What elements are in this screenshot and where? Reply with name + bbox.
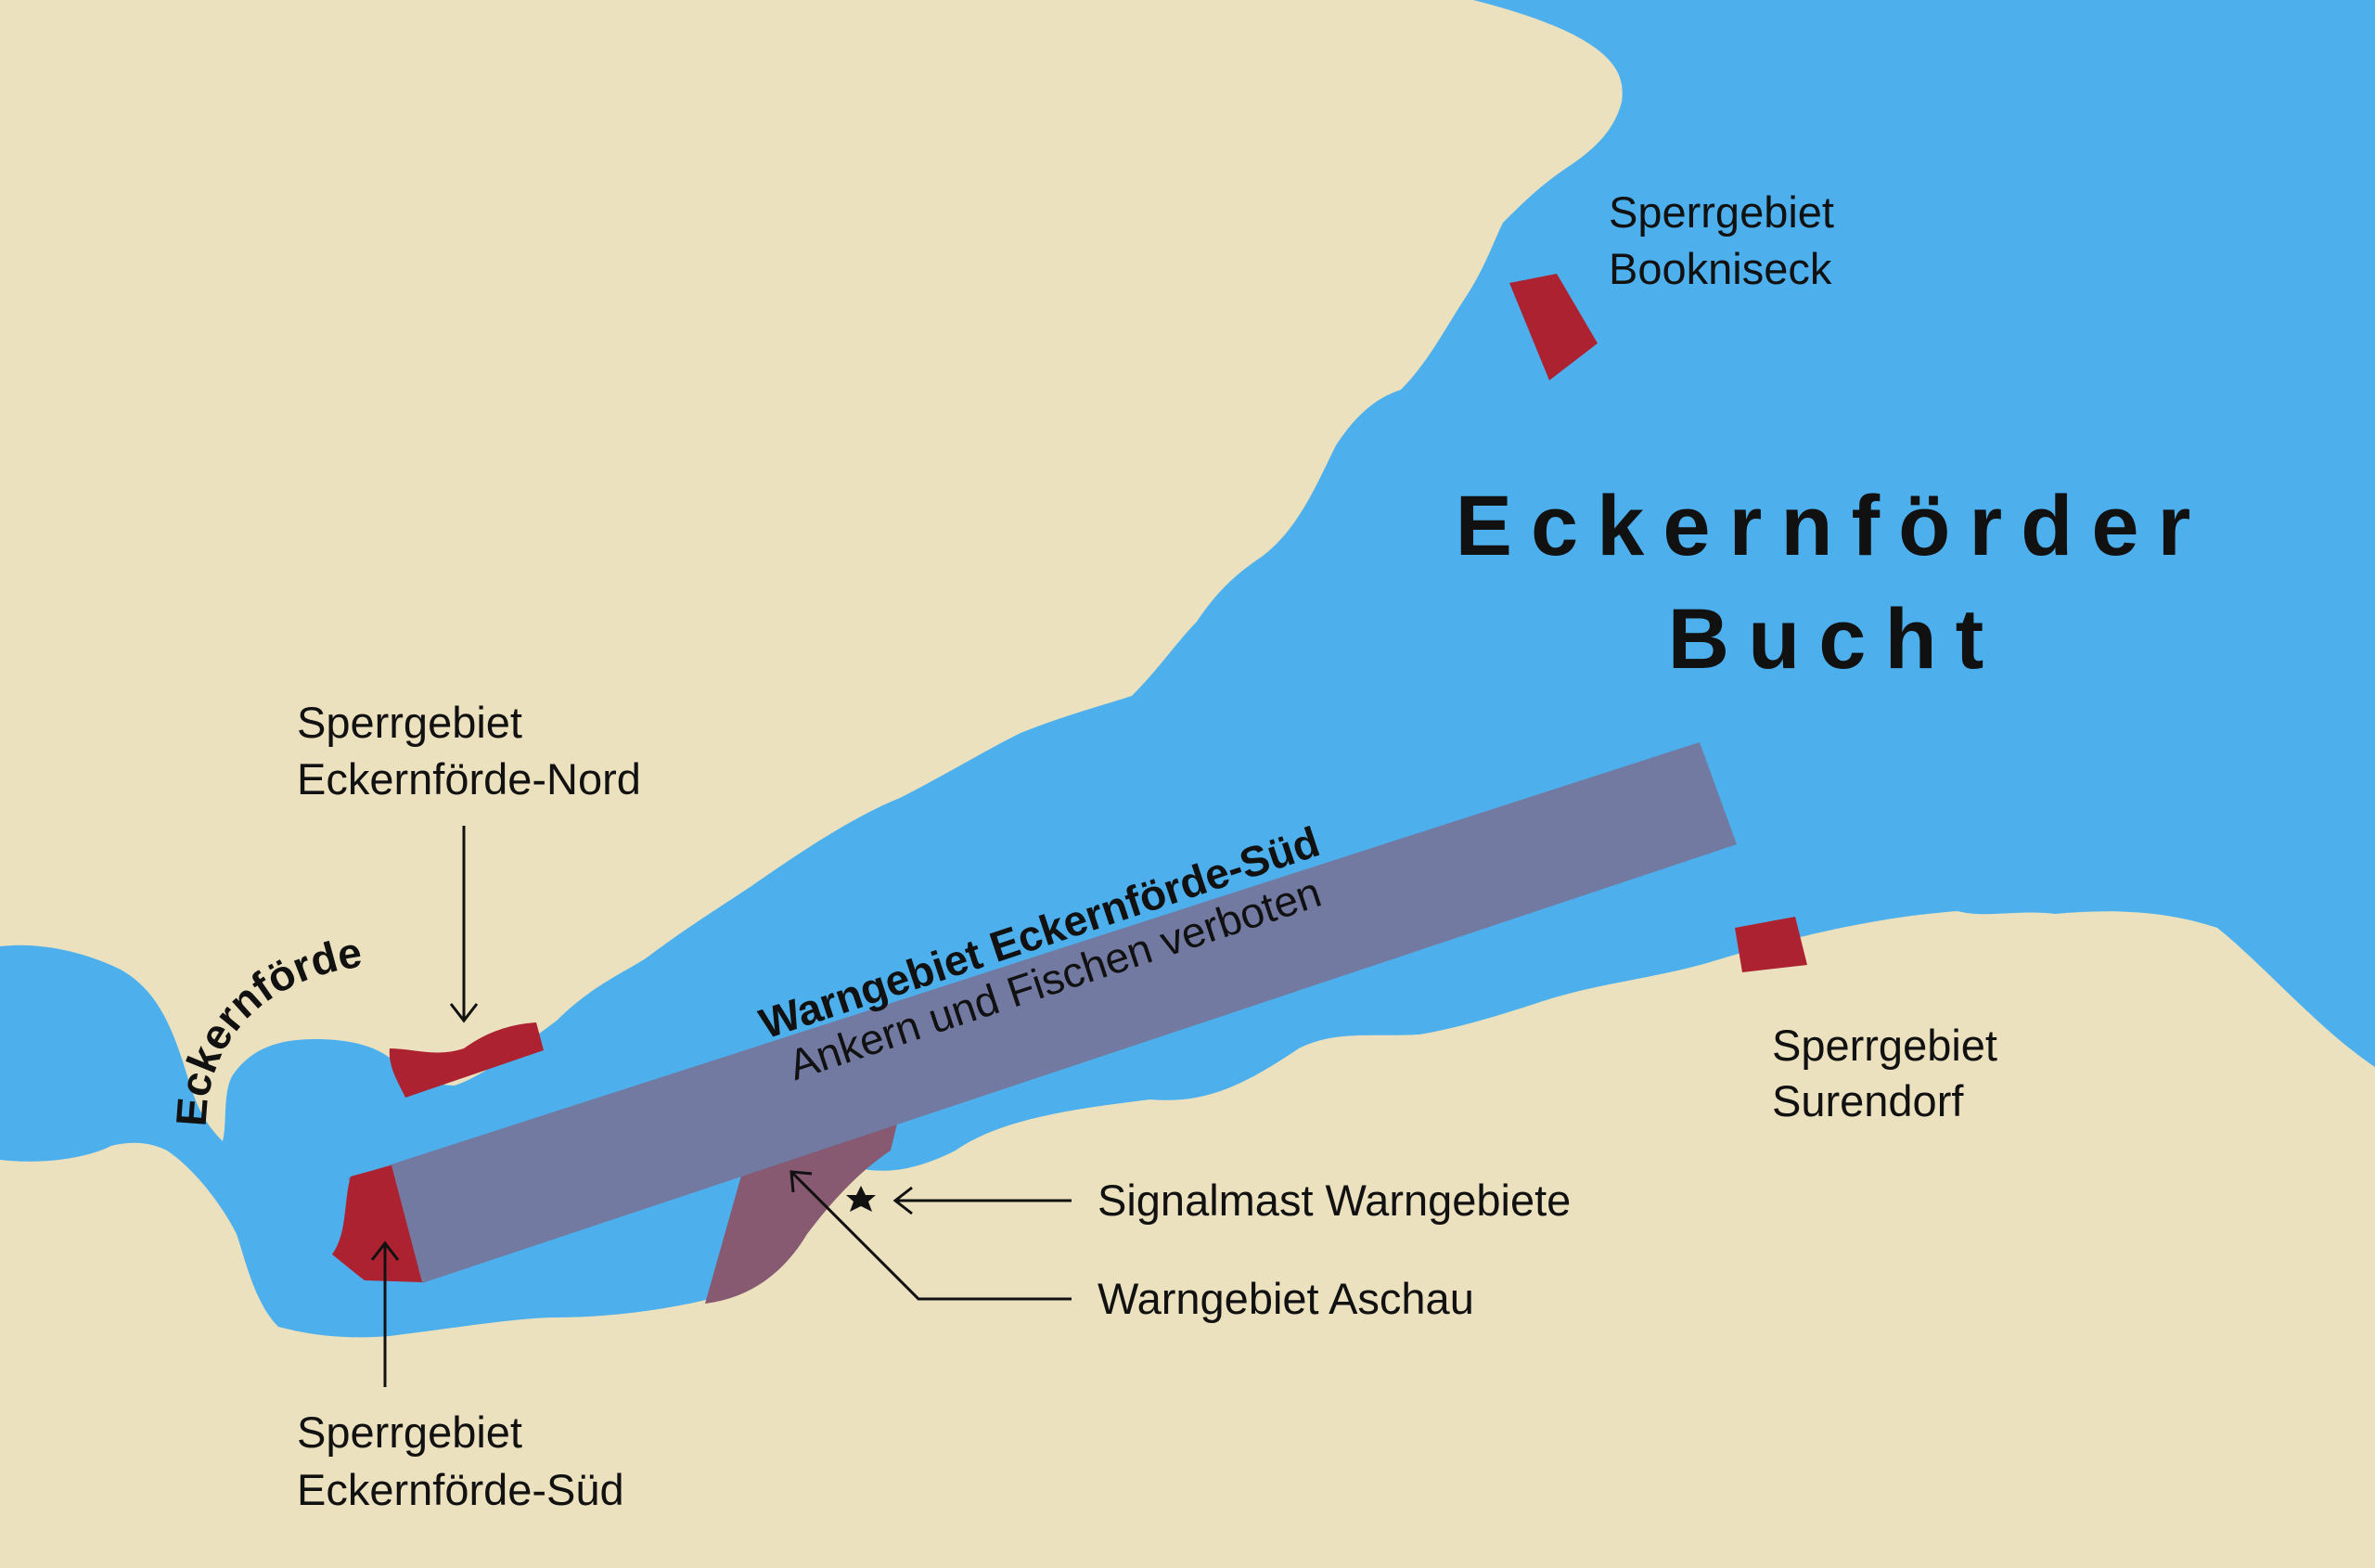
pointer-eckernfoerde-nord <box>449 826 479 1023</box>
restricted-area-eckernfoerde-sued <box>332 1165 422 1282</box>
label-eckernfoerde-sued-line1: Sperrgebiet <box>297 1407 522 1457</box>
star-icon <box>846 1186 876 1212</box>
label-surendorf-line2: Surendorf <box>1772 1076 1964 1125</box>
restricted-area-bookniseck <box>1509 274 1598 380</box>
label-eckernfoerde-sued-line2: Eckernförde-Süd <box>297 1465 624 1514</box>
restricted-area-eckernfoerde-nord <box>389 1022 544 1098</box>
label-eckernfoerde-nord-line1: Sperrgebiet <box>297 698 522 747</box>
label-aschau: Warngebiet Aschau <box>1098 1274 1474 1323</box>
pointer-signal-mast <box>892 1186 1072 1215</box>
pointer-eckernfoerde-sued <box>370 1240 400 1387</box>
label-bookniseck-line1: Sperrgebiet <box>1609 187 1834 237</box>
warning-area-eckernfoerde-sued <box>348 742 1737 1283</box>
label-bookniseck-line2: Bookniseck <box>1609 244 1832 293</box>
label-surendorf-line1: Sperrgebiet <box>1772 1021 1997 1070</box>
bay-water <box>0 0 2375 1338</box>
label-signal-mast: Signalmast Warngebiete <box>1098 1176 1571 1225</box>
restricted-area-surendorf <box>1735 917 1807 972</box>
water-name-line2: Bucht <box>1668 592 2003 687</box>
water-name-line1: Eckernförder <box>1456 479 2210 573</box>
label-eckernfoerde-nord-line2: Eckernförde-Nord <box>297 754 641 803</box>
pointer-aschau <box>790 1170 1072 1301</box>
